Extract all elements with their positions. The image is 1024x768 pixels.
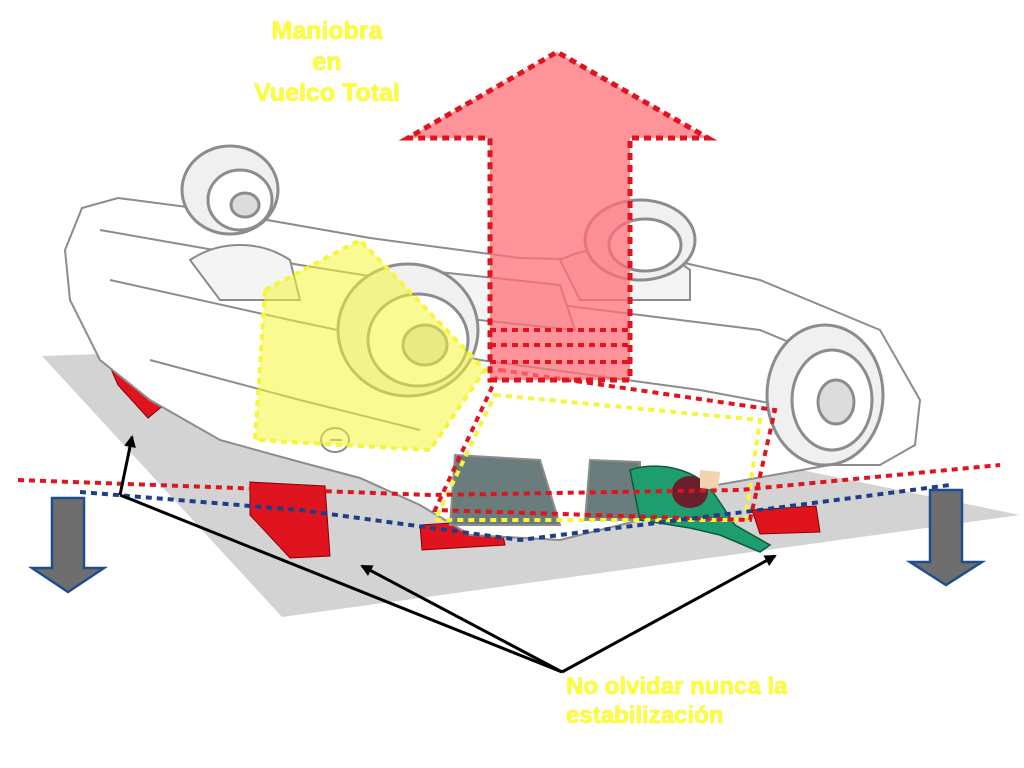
stabilization-note: No olvidar nunca la estabilización: [566, 672, 866, 730]
yellow-highlight-zones: [252, 237, 763, 522]
note-line-2: estabilización: [566, 702, 724, 729]
title-line-1: Maniobra: [271, 17, 383, 45]
note-line-1: No olvidar nunca la: [566, 673, 788, 700]
door-frame-outline: [431, 367, 778, 523]
highlight-door-zone: [431, 392, 763, 522]
blue-dotted-line: [79, 483, 951, 543]
lift-arrow-bands: [490, 328, 630, 364]
pointer-arrows: [118, 435, 777, 674]
down-arrow-icon: [905, 488, 987, 587]
pointer-arrow-icon: [360, 564, 563, 674]
cabin: [448, 453, 641, 526]
pointer-arrow-icon: [119, 493, 563, 674]
up-arrow-icon: [398, 49, 718, 383]
title-line-3: Vuelco Total: [254, 79, 400, 107]
pointer-arrow-icon: [561, 554, 777, 674]
red-dotted-line: [17, 463, 1001, 498]
wheel-rear-left: [180, 144, 280, 236]
title-line-2: en: [312, 48, 342, 76]
maneuver-title: Maniobra en Vuelco Total: [222, 16, 432, 109]
down-arrow-icon: [27, 496, 109, 594]
window-rear: [448, 453, 562, 526]
highlight-rear-zone: [252, 237, 488, 453]
wedge-front-left: [249, 481, 331, 559]
wheel-front-right: [765, 323, 885, 467]
pointer-arrow-icon: [118, 435, 136, 496]
